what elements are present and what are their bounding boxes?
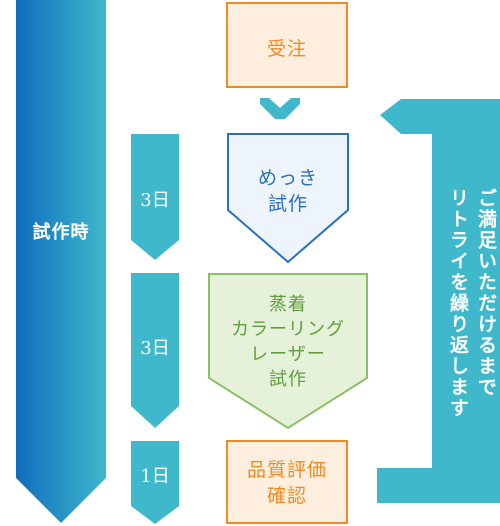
duration-arrow-1 bbox=[131, 134, 179, 260]
step-order-line-1: 受注 bbox=[266, 38, 307, 60]
step-quality: 品質評価 確認 bbox=[227, 457, 347, 509]
step-laser-line-1: 蒸着 bbox=[269, 294, 307, 315]
retry-line-2: リトライを繰り返します bbox=[447, 188, 469, 419]
duration-arrow-3 bbox=[131, 441, 179, 524]
step-quality-box bbox=[226, 440, 348, 524]
duration-label-2: 3日 bbox=[140, 338, 170, 359]
step-order-box bbox=[226, 2, 348, 88]
retry-line-1: ご満足いただけるまで bbox=[475, 188, 497, 398]
trial-period-label: 試作時 bbox=[32, 222, 90, 243]
retry-text: ご満足いただけるまで リトライを繰り返します bbox=[430, 188, 500, 448]
step-plating-box bbox=[227, 133, 349, 264]
step-quality-line-2: 確認 bbox=[266, 485, 307, 507]
step-laser-line-2: カラーリング bbox=[231, 319, 345, 340]
step-plating-line-2: 試作 bbox=[267, 193, 308, 215]
step-quality-line-1: 品質評価 bbox=[246, 459, 327, 481]
duration-label-3: 1日 bbox=[140, 466, 170, 487]
step-plating: めっき 試作 bbox=[228, 165, 348, 217]
duration-arrow-2 bbox=[131, 273, 179, 428]
retry-bracket bbox=[377, 99, 500, 503]
step-laser-box bbox=[208, 273, 368, 430]
step-plating-line-1: めっき bbox=[257, 167, 318, 189]
step-laser-line-4: 試作 bbox=[269, 369, 307, 390]
duration-label-1: 3日 bbox=[140, 190, 170, 211]
step-laser: 蒸着 カラーリング レーザー 試作 bbox=[210, 292, 366, 392]
step-order: 受注 bbox=[227, 36, 347, 62]
step-laser-line-3: レーザー bbox=[250, 344, 326, 365]
chevron-down-icon bbox=[260, 98, 300, 119]
